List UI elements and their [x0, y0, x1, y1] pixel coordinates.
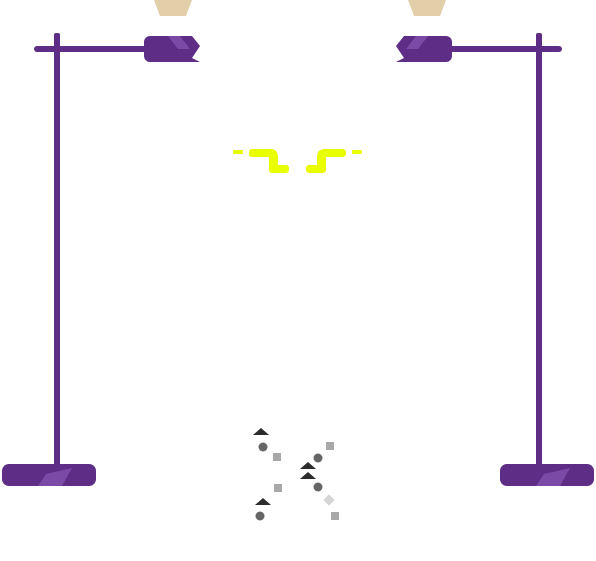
diamond-marker: [323, 494, 335, 506]
circle-marker: [258, 442, 268, 452]
stand-left-pole: [54, 33, 60, 473]
stand-right-base: [500, 464, 594, 486]
square-marker: [331, 512, 339, 520]
light-right-hook: [306, 149, 346, 173]
square-marker: [274, 484, 282, 492]
stand-right-pole: [536, 33, 542, 473]
light-left-hook: [249, 149, 289, 173]
cup-right: [408, 0, 446, 16]
triangle-marker: [300, 472, 316, 479]
stand-right-arm: [442, 46, 562, 52]
light-right-dash: [352, 150, 362, 154]
marker-cluster: [253, 428, 339, 521]
triangle-marker: [255, 498, 271, 505]
arrow-clamp-icon: [144, 36, 200, 62]
light-bracket-icon: [233, 149, 362, 173]
light-left-dash: [233, 150, 243, 154]
stand-left: [2, 33, 200, 486]
circle-marker: [255, 511, 265, 521]
square-marker: [273, 453, 281, 461]
arrow-clamp-icon: [396, 36, 452, 62]
triangle-marker: [300, 462, 316, 469]
stand-left-arm: [34, 46, 154, 52]
stand-right: [396, 33, 594, 486]
square-marker: [326, 442, 334, 450]
stand-left-base: [2, 464, 96, 486]
cup-left: [154, 0, 192, 16]
triangle-marker: [253, 428, 269, 435]
circle-marker: [313, 453, 323, 463]
circle-marker: [313, 482, 323, 492]
